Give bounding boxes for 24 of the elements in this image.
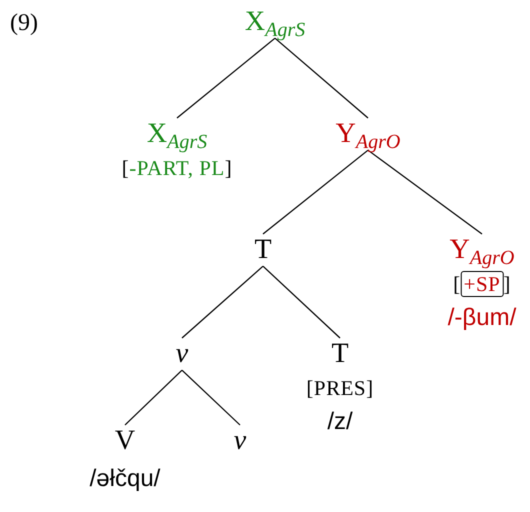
category-label: X$_{AgrS}$	[244, 6, 306, 38]
category-label: Y$_{AgrO}$	[450, 234, 514, 266]
tree-branch	[124, 370, 182, 426]
category-label: v	[234, 425, 246, 458]
category-label: v	[176, 338, 188, 370]
phonological-form: /əłčqu/	[90, 465, 160, 493]
category-label: X$_{AgrS}$	[146, 118, 208, 150]
category-label: T	[254, 234, 272, 266]
tree-branch	[182, 370, 240, 426]
tree-branch	[368, 150, 482, 234]
phonological-form: /-βum/	[448, 304, 516, 332]
tree-branch	[274, 38, 368, 118]
category-label: T	[331, 338, 349, 370]
feature-label: [PRES]	[306, 376, 374, 400]
tree-branch	[176, 38, 276, 118]
feature-label: [-PART, PL]	[122, 156, 232, 180]
tree-branch	[182, 266, 264, 338]
category-label: Y$_{AgrO}$	[336, 118, 400, 150]
feature-label: [+SP]	[453, 272, 511, 296]
phonological-form: /z/	[327, 408, 353, 436]
category-label: V	[114, 425, 136, 458]
tree-branch	[262, 266, 340, 338]
tree-branch	[262, 150, 368, 234]
example-number: (9)	[10, 10, 38, 37]
